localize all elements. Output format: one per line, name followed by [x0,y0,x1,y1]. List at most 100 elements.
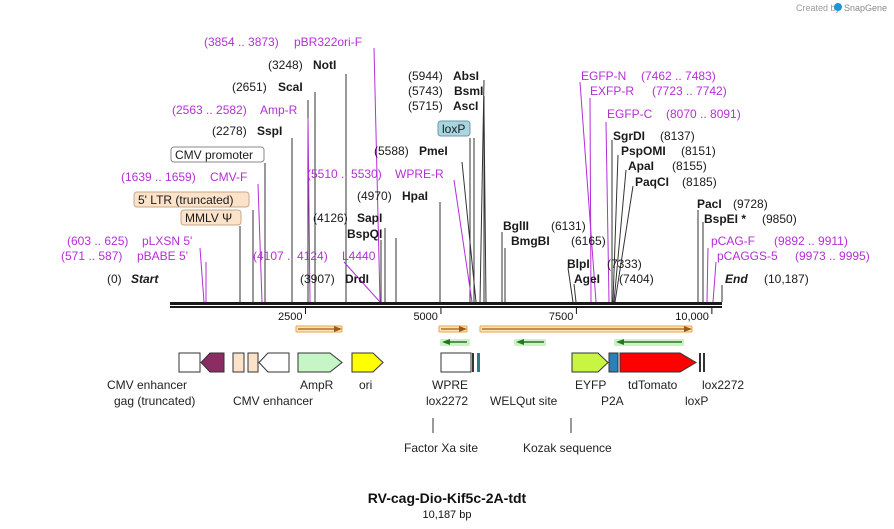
site-pos-sgrdi: (8137) [660,129,695,143]
site-bspei: BspEI * [704,212,746,226]
axis-tick-label: 10,000 [675,311,709,323]
feature-gag: gag (truncated) [114,394,195,408]
site-pos-paqci: (8185) [682,175,717,189]
plasmid-size: 10,187 bp [423,509,472,521]
site-pos-pspomi: (8151) [681,144,716,158]
site-drdi: DrdI [345,272,369,286]
lox2272-2-glyph [703,353,705,372]
site-blpi: BlpI [567,257,590,271]
site-pos-pmei: (5588) [374,144,409,158]
feature-labels: CMV enhancer gag (truncated) CMV enhance… [107,378,744,455]
site-pos-apai: (8155) [672,159,707,173]
site-hpai: HpaI [402,189,428,203]
site-pos-noti: (3248) [268,58,303,72]
primer-range-egfp-n: (7462 .. 7483) [641,69,716,83]
site-pos-bmgbi: (6165) [571,234,606,248]
site-bmgbi: BmgBI [511,234,550,248]
cmv-enhancer-1-glyph [178,352,201,373]
site-pos-bsmi: (5743) [408,84,443,98]
primer-leaders [199,47,717,303]
end-label: End [725,272,748,286]
wpre-glyph [440,352,472,373]
primer-pcaggs-5: pCAGGS-5 [717,249,778,263]
p2a-glyph [608,352,619,373]
axis-tick-label: 2500 [278,311,302,323]
site-paqci: PaqCI [635,175,669,189]
feature-kozak: Kozak sequence [523,441,612,455]
mmlv-box [180,209,242,226]
primer-range-cmv-f: (1639 .. 1659) [121,170,196,184]
primer-pbr322ori-f: pBR322ori-F [294,35,362,49]
ltr-box [133,191,250,208]
primer-range-amp-r: (2563 .. 2582) [172,103,247,117]
feature-factor-xa: Factor Xa site [404,441,478,455]
feature-ori: ori [359,378,372,392]
primer-egfp-n: EGFP-N [581,69,626,83]
backbone [170,302,722,308]
gag-glyph [200,352,225,373]
primer-egfp-c: EGFP-C [607,107,653,121]
tdtomato-glyph [619,352,697,373]
site-leaders [239,74,723,303]
site-sgrdi: SgrDI [613,129,645,143]
site-pos-paci: (9728) [733,197,768,211]
boxed-labels: CMV promoter 5' LTR (truncated) MMLV Ψ l… [133,120,471,226]
cmv-promoter-label: CMV promoter [175,148,253,162]
sites-right: SgrDI (8137) PspOMI (8151) ApaI (8155) P… [503,129,797,286]
cmv-enhancer-2-glyph [258,352,290,373]
primer-range-pbr322ori-f: (3854 .. 3873) [204,35,279,49]
ends: (0) Start End (10,187) [107,272,809,286]
site-pos-drdi: (3907) [300,272,335,286]
start-label: Start [131,272,159,286]
feature-wpre: WPRE [432,378,468,392]
mmlv-label: MMLV Ψ [185,211,232,225]
site-sapi: SapI [357,211,382,225]
feature-loxp: loxP [685,394,708,408]
sites-center: (5944) AbsI (5743) BsmI (5715) AscI (558… [374,69,483,158]
primer-pbabe: pBABE 5' [137,249,188,263]
feature-eyfp: EYFP [575,378,606,392]
primer-range-wpre-r: (5510 .. 5530) [307,167,382,181]
snapgene-logo-icon [834,3,842,11]
lox2272-glyph [472,353,474,372]
primer-l4440: L4440 [342,249,376,263]
site-pos-bglii: (6131) [551,219,586,233]
primer-range-exfp-r: (7723 .. 7742) [652,84,727,98]
site-pmei: PmeI [419,144,448,158]
primer-labels: (3854 .. 3873) pBR322ori-F (2563 .. 2582… [61,35,870,263]
snapgene-brand: SnapGene [844,3,887,13]
axis-tick-label: 7500 [549,311,573,323]
snapgene-logo: SnapGene [834,3,887,13]
plasmid-title: RV-cag-Dio-Kif5c-2A-tdt [368,490,527,506]
primer-range-egfp-c: (8070 .. 8091) [666,107,741,121]
site-bglii: BglII [503,219,529,233]
site-bsmi: BsmI [454,84,483,98]
feature-glyphs [178,352,705,433]
site-pos-agei: (7404) [619,272,654,286]
feature-tdtomato: tdTomato [628,378,678,392]
primer-pcag-f: pCAG-F [711,234,755,248]
site-pos-asci: (5715) [408,99,443,113]
primer-range-pcaggs-5: (9973 .. 9995) [795,249,870,263]
credit-text: Created by [796,3,841,13]
loxp-2-glyph [699,353,701,372]
annotation-arrows [295,325,693,346]
site-scai: ScaI [278,80,303,94]
site-pos-absi: (5944) [408,69,443,83]
ltr-label: 5' LTR (truncated) [138,193,233,207]
site-pos-sspi: (2278) [212,124,247,138]
ltr-glyph [232,352,245,373]
cmv-promoter-box [170,146,265,163]
primer-cmv-f: CMV-F [210,170,247,184]
site-noti: NotI [313,58,336,72]
loxp-glyph [477,353,480,372]
sites-left: (3248) NotI (2651) ScaI (2278) SspI (412… [212,58,428,286]
site-absi: AbsI [453,69,479,83]
mmlv-glyph [247,352,259,373]
loxp-top-label: loxP [442,122,465,136]
site-apai: ApaI [628,159,654,173]
site-agei: AgeI [574,272,600,286]
site-paci: PacI [697,197,722,211]
